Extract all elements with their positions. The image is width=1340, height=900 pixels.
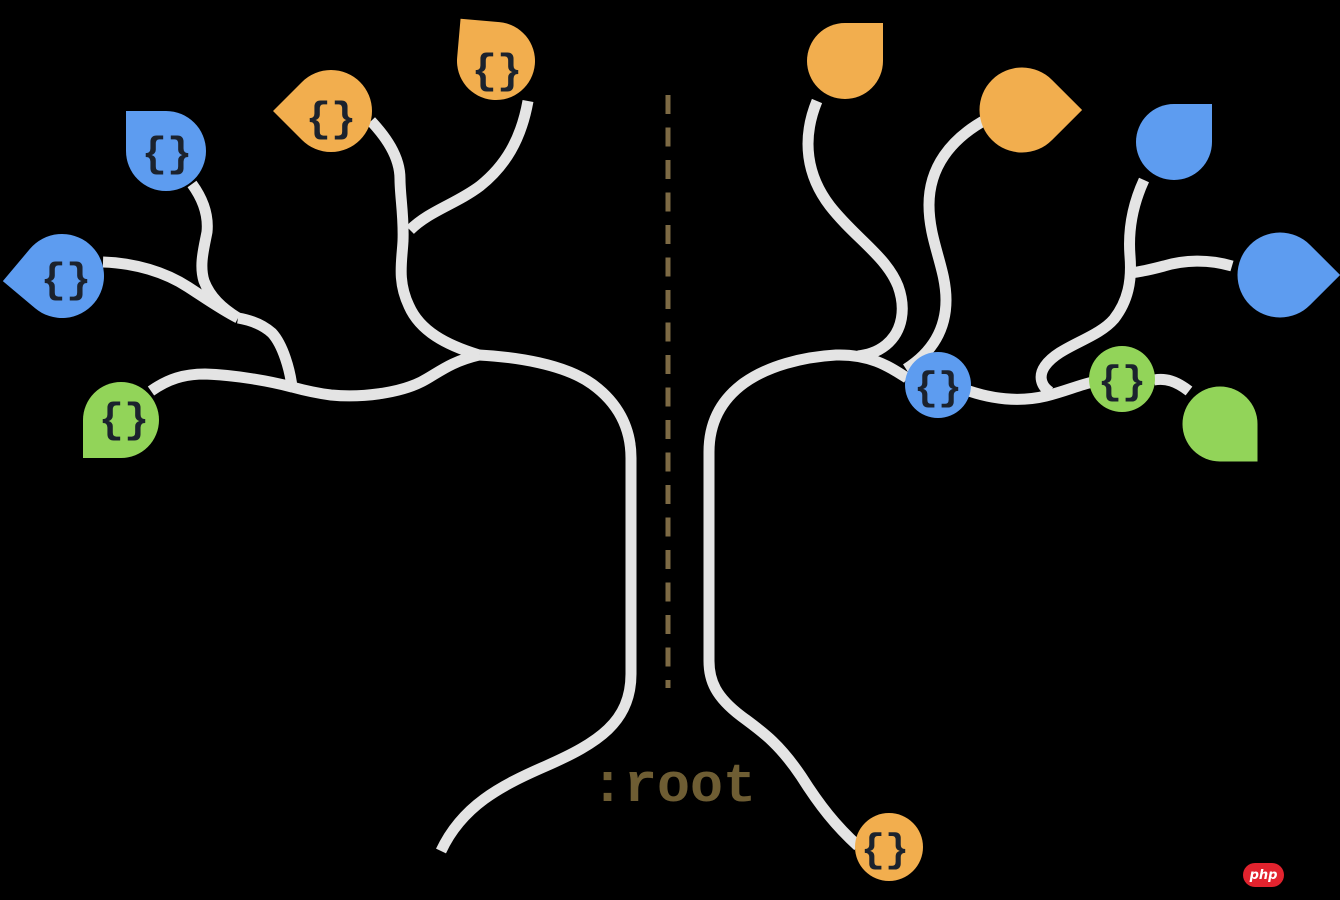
branch-left-main (237, 312, 481, 402)
branch-to-blue-leaf-mid-right (1129, 255, 1234, 279)
branch-to-green-leaf-lower-right (1153, 373, 1193, 396)
branch-blue-node-to-green-node (967, 376, 1095, 405)
orange-root-node (855, 813, 923, 881)
branch-trunk-left-edge (436, 349, 637, 854)
leaf-braces-labels: {} {} {} {} {} {} {} {} (41, 48, 1146, 874)
braces-label: {} (306, 96, 356, 144)
green-branch-node (1089, 346, 1155, 412)
php-watermark: php (1243, 863, 1284, 887)
braces-label: {} (472, 48, 522, 96)
rule-nodes (855, 346, 1155, 881)
branch-to-blue-leaf-upper-right (1035, 177, 1150, 397)
braces-label: {} (142, 131, 192, 179)
root-selector-label: :root (591, 755, 756, 818)
braces-label: {} (1098, 361, 1146, 406)
blue-leaf-mid-right (1219, 214, 1340, 336)
branch-to-orange-leaf-upper-left (366, 117, 481, 361)
branch-to-orange-leaf-top-center-left (406, 100, 534, 235)
branch-to-orange-leaf-top-right-inner (802, 98, 908, 362)
php-watermark-label: php (1249, 867, 1278, 883)
blue-leaf-upper-right (1136, 104, 1212, 180)
orange-leaf-top-right-outer (961, 49, 1083, 171)
braces-label: {} (861, 829, 909, 874)
orange-leaf-top-right-inner (807, 23, 883, 99)
branch-to-green-leaf-lower-left (147, 368, 294, 396)
branch-to-orange-leaf-top-right-outer (902, 114, 990, 374)
branch-trunk-right-edge (703, 349, 910, 851)
blue-branch-node (905, 352, 971, 418)
braces-label: {} (99, 397, 149, 445)
braces-label: {} (914, 367, 962, 412)
green-leaf-lower-right (1182, 386, 1258, 462)
tree-branches (102, 98, 1234, 854)
branch-to-blue-leaf-mid-left (102, 256, 241, 323)
braces-label: {} (41, 257, 91, 305)
